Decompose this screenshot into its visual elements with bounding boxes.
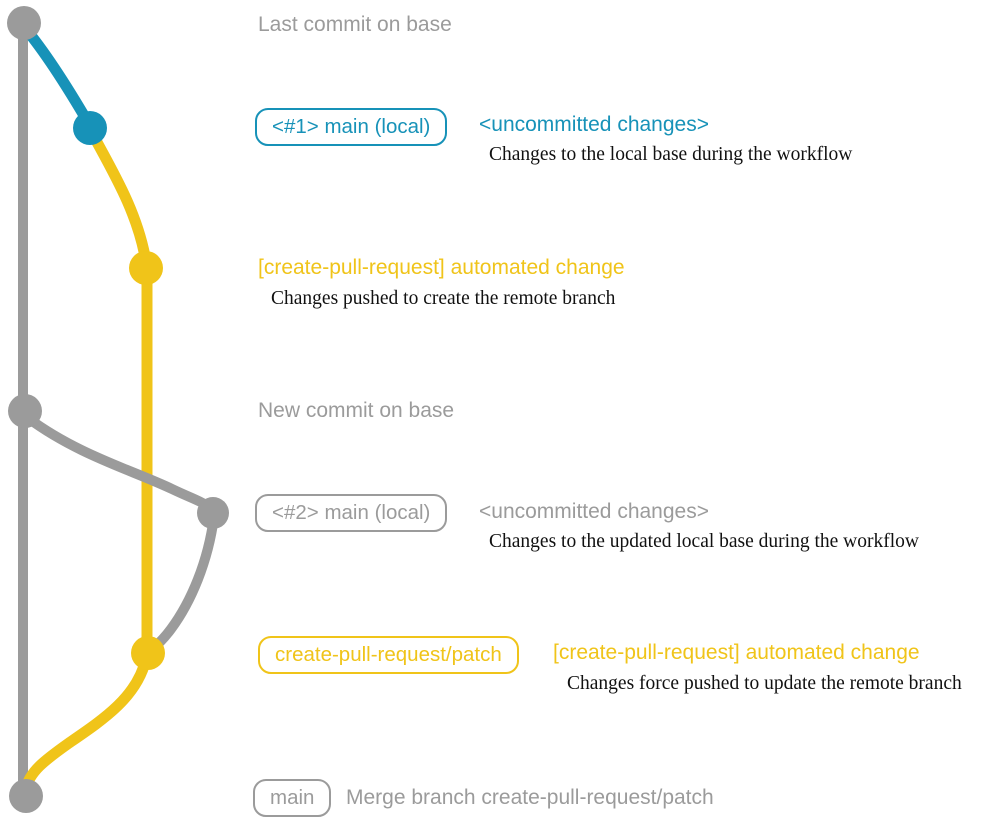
- annotation-new-commit-on-base: New commit on base: [258, 399, 455, 422]
- branch-label-main-local-1: <#1> main (local): [255, 108, 448, 146]
- base-branch-back-curve: [143, 512, 219, 658]
- commit-message-merge: Merge branch create-pull-request/patch: [346, 786, 714, 809]
- description-uncommitted-1: Changes to the local base during the wor…: [489, 144, 853, 165]
- commit-message-uncommitted-1: <uncommitted changes>: [479, 113, 709, 136]
- branch-label-main: main: [253, 779, 332, 817]
- commit-node-automated-2: [131, 636, 165, 670]
- commit-node-merge: [9, 779, 43, 813]
- commit-message-uncommitted-2: <uncommitted changes>: [479, 500, 709, 523]
- branch-label-patch: create-pull-request/patch: [258, 636, 519, 674]
- commit-node-last-base: [7, 6, 41, 40]
- local-main-branch-curve: [19, 22, 95, 130]
- remote-branch-upper-curve: [86, 127, 152, 268]
- commit-node-automated-1: [129, 251, 163, 285]
- commit-message-automated-1: [create-pull-request] automated change: [258, 256, 625, 279]
- branch-label-main-local-2: <#2> main (local): [255, 494, 448, 532]
- description-automated-2: Changes force pushed to update the remot…: [567, 673, 962, 694]
- description-automated-1: Changes pushed to create the remote bran…: [271, 288, 616, 309]
- annotation-last-commit-on-base: Last commit on base: [258, 13, 452, 36]
- commit-message-automated-2: [create-pull-request] automated change: [553, 641, 920, 664]
- commit-node-new-base: [8, 394, 42, 428]
- description-uncommitted-2: Changes to the updated local base during…: [489, 531, 919, 552]
- base-branch-out-curve: [23, 413, 219, 519]
- commit-node-main-local-1: [73, 111, 107, 145]
- remote-branch-merge-curve: [20, 653, 152, 795]
- commit-node-main-local-2: [197, 497, 229, 529]
